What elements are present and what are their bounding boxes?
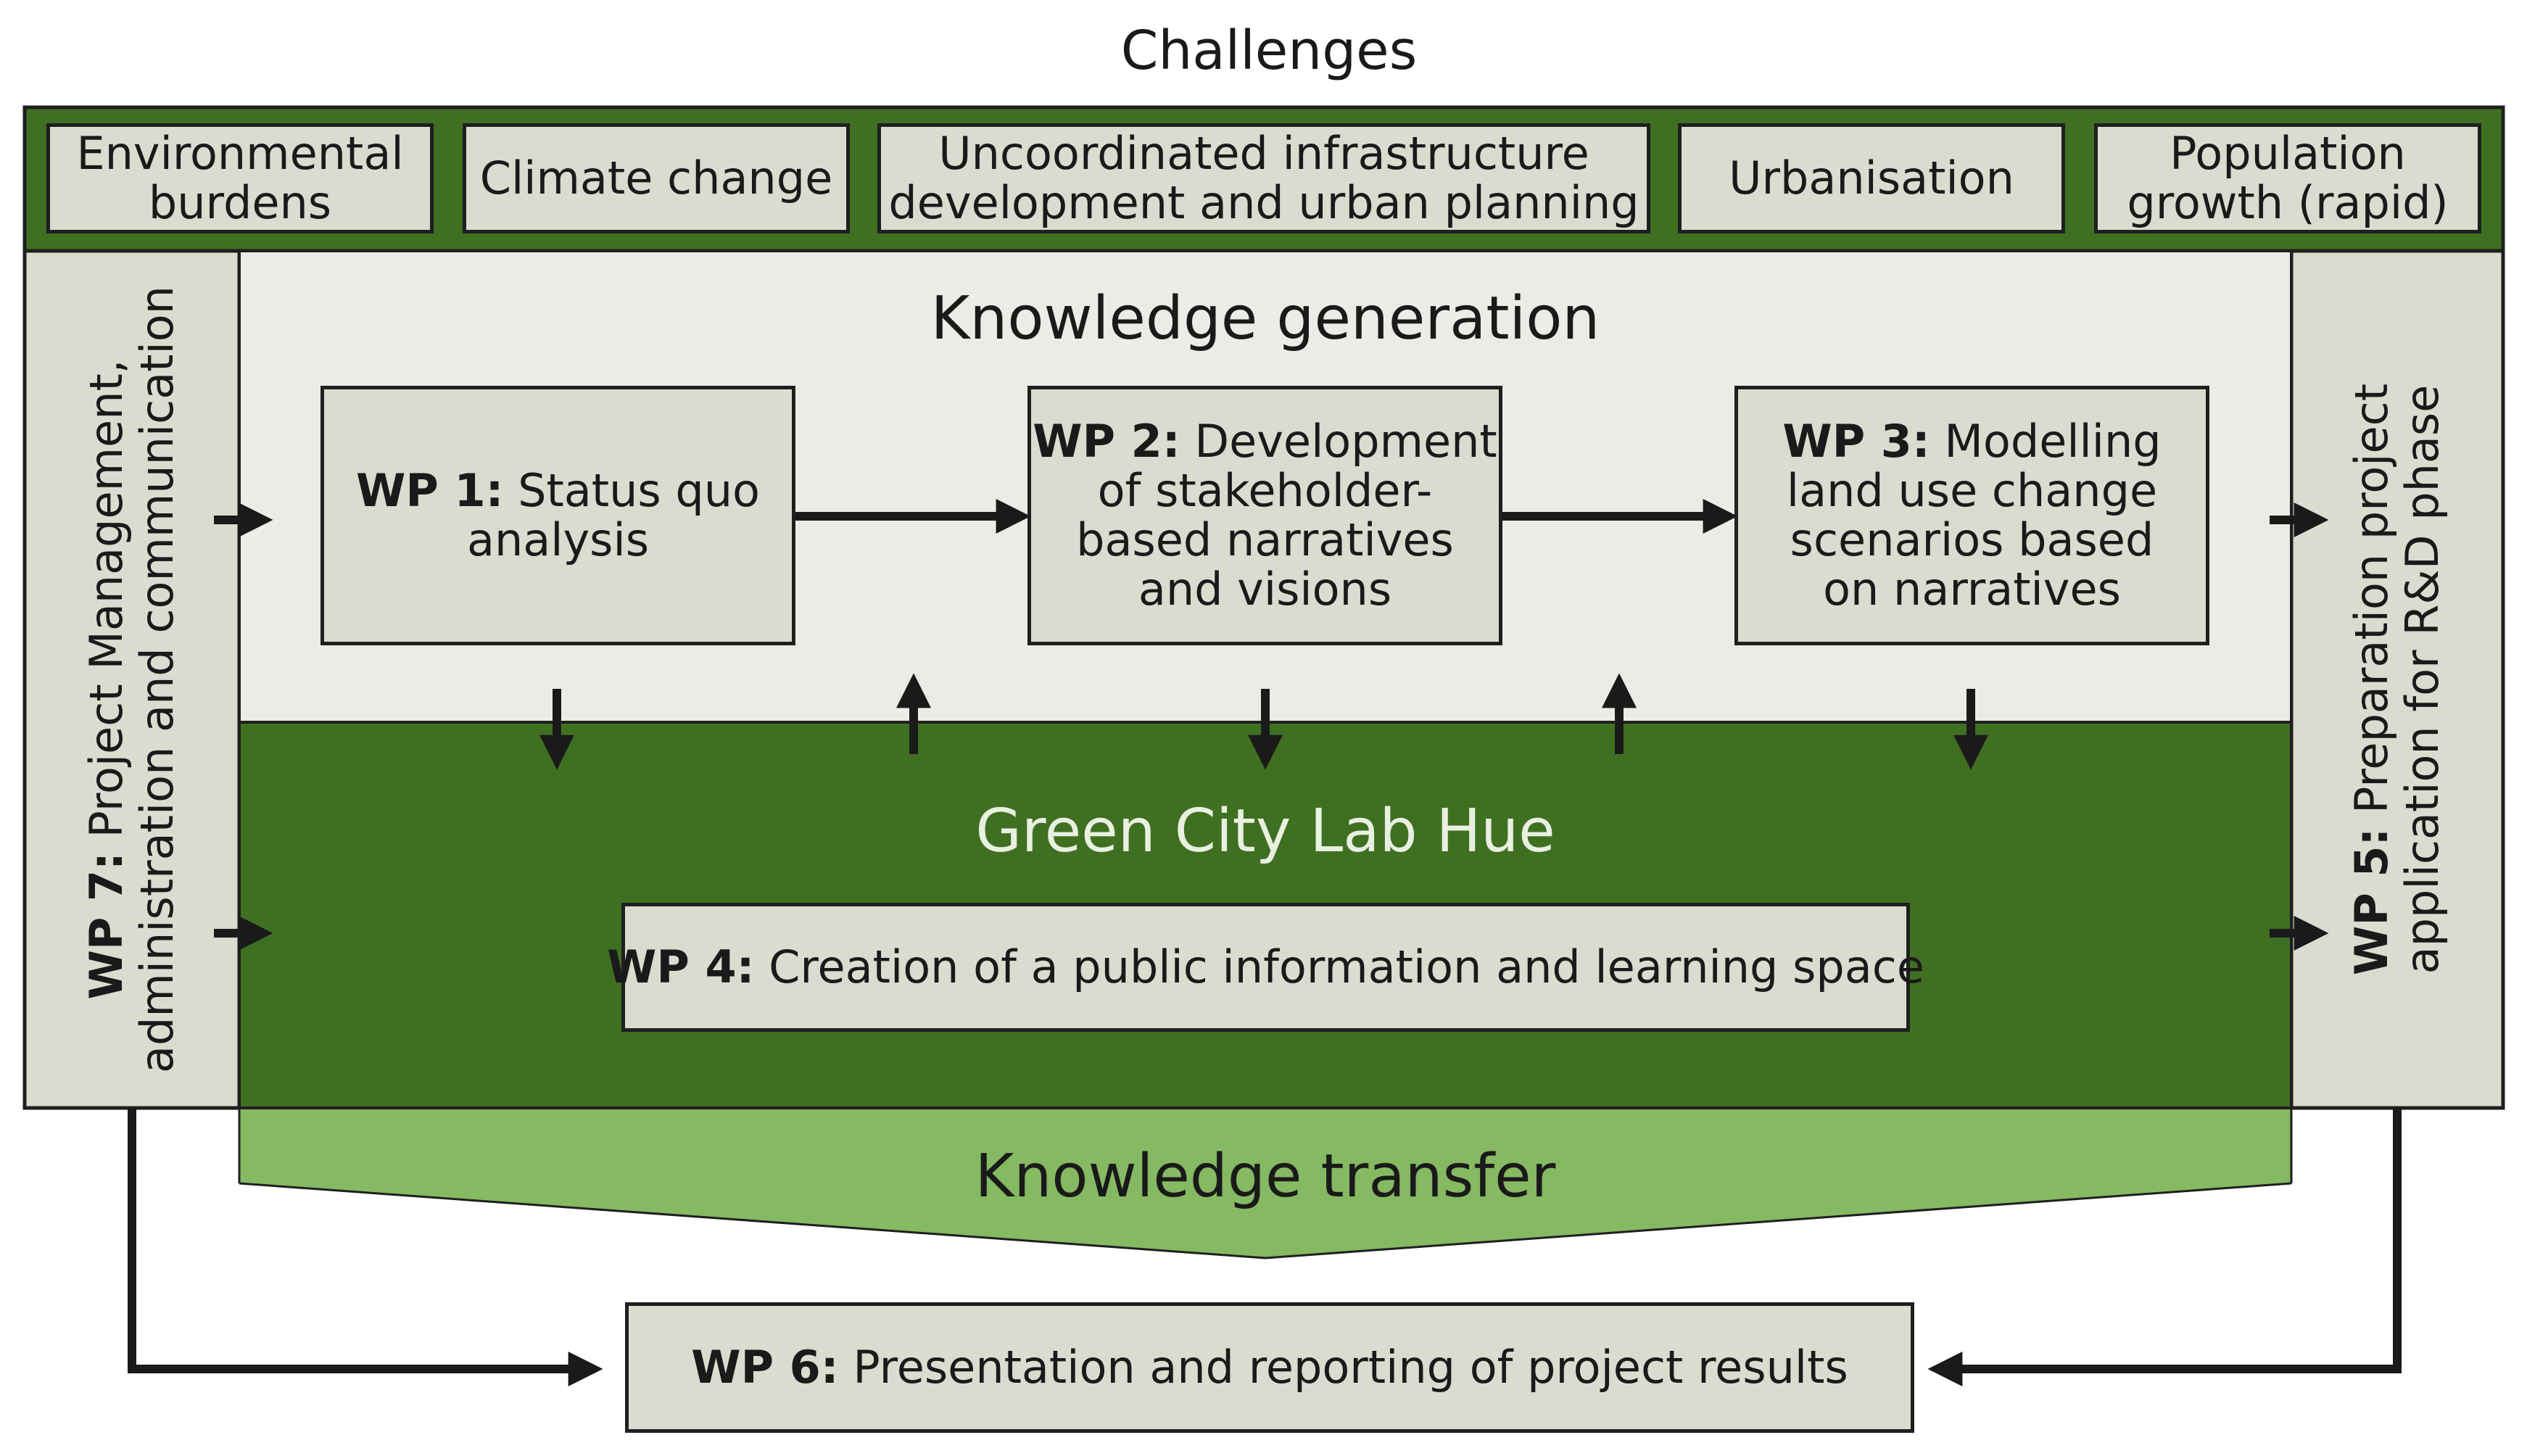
wp2-text: and visions bbox=[1138, 563, 1392, 616]
arrow-wp5-to-wp6 bbox=[1927, 1108, 2402, 1386]
wp7-text-block: WP 7: Project Management, administration… bbox=[25, 251, 239, 1108]
green-city-lab-title: Green City Lab Hue bbox=[975, 797, 1555, 866]
challenge-line: development and urban planning bbox=[888, 176, 1639, 229]
knowledge-generation-title: Knowledge generation bbox=[930, 284, 1600, 353]
wp4-text: Creation of a public information and lea… bbox=[769, 940, 1924, 993]
wp3-box: WP 3: Modelling land use change scenario… bbox=[1734, 386, 2209, 645]
wp2-text: Development bbox=[1194, 415, 1497, 468]
wp2-label: WP 2: bbox=[1033, 415, 1180, 468]
arrow-wp7-to-wp6 bbox=[128, 1108, 603, 1386]
wp3-text: Modelling bbox=[1944, 415, 2162, 468]
wp3-text: on narratives bbox=[1823, 563, 2121, 616]
challenge-line: Urbanisation bbox=[1729, 152, 2014, 204]
wp3-label: WP 3: bbox=[1782, 415, 1930, 468]
wp2-text: based narratives bbox=[1076, 513, 1454, 566]
wp1-label: WP 1: bbox=[356, 464, 504, 517]
wp1-box: WP 1: Status quo analysis bbox=[320, 386, 795, 645]
challenges-title: Challenges bbox=[1120, 20, 1418, 82]
wp3-text: scenarios based bbox=[1790, 513, 2154, 566]
wp1-text: analysis bbox=[466, 513, 650, 566]
wp5-text: Preparation project bbox=[2345, 383, 2399, 814]
wp4-label: WP 4: bbox=[607, 940, 755, 993]
wp7-text: Project Management, bbox=[80, 359, 133, 838]
challenge-box: Environmental burdens bbox=[46, 123, 434, 233]
wp2-box: WP 2: Development of stakeholder- based … bbox=[1027, 386, 1502, 645]
wp1-text: Status quo bbox=[518, 464, 760, 517]
challenge-line: Environmental bbox=[76, 127, 404, 180]
wp7-text: administration and communication bbox=[131, 286, 184, 1073]
wp4-box: WP 4: Creation of a public information a… bbox=[607, 903, 1924, 1032]
wp3-text: land use change bbox=[1786, 464, 2158, 517]
wp6-text: Presentation and reporting of project re… bbox=[853, 1341, 1848, 1394]
challenge-box: Population growth (rapid) bbox=[2094, 123, 2481, 233]
wp5-text-block: WP 5: Preparation project application fo… bbox=[2291, 251, 2503, 1108]
wp6-label: WP 6: bbox=[691, 1341, 839, 1394]
wp5-text: application for R&D phase bbox=[2396, 384, 2449, 975]
challenge-line: growth (rapid) bbox=[2127, 176, 2449, 229]
challenge-box: Climate change bbox=[463, 123, 850, 233]
wp5-label: WP 5: bbox=[2345, 827, 2399, 976]
challenge-line: burdens bbox=[148, 176, 332, 229]
wp2-text: of stakeholder- bbox=[1097, 464, 1433, 517]
wp6-box: WP 6: Presentation and reporting of proj… bbox=[625, 1302, 1914, 1433]
wp7-column bbox=[22, 249, 241, 1110]
challenge-box: Urbanisation bbox=[1678, 123, 2065, 233]
challenge-line: Population bbox=[2170, 127, 2406, 180]
challenge-box: Uncoordinated infrastructure development… bbox=[877, 123, 1650, 233]
wp7-label: WP 7: bbox=[80, 852, 133, 1000]
wp5-column bbox=[2289, 249, 2505, 1110]
challenge-line: Climate change bbox=[479, 152, 833, 204]
challenge-line: Uncoordinated infrastructure bbox=[938, 127, 1589, 180]
knowledge-transfer-title: Knowledge transfer bbox=[975, 1142, 1556, 1211]
